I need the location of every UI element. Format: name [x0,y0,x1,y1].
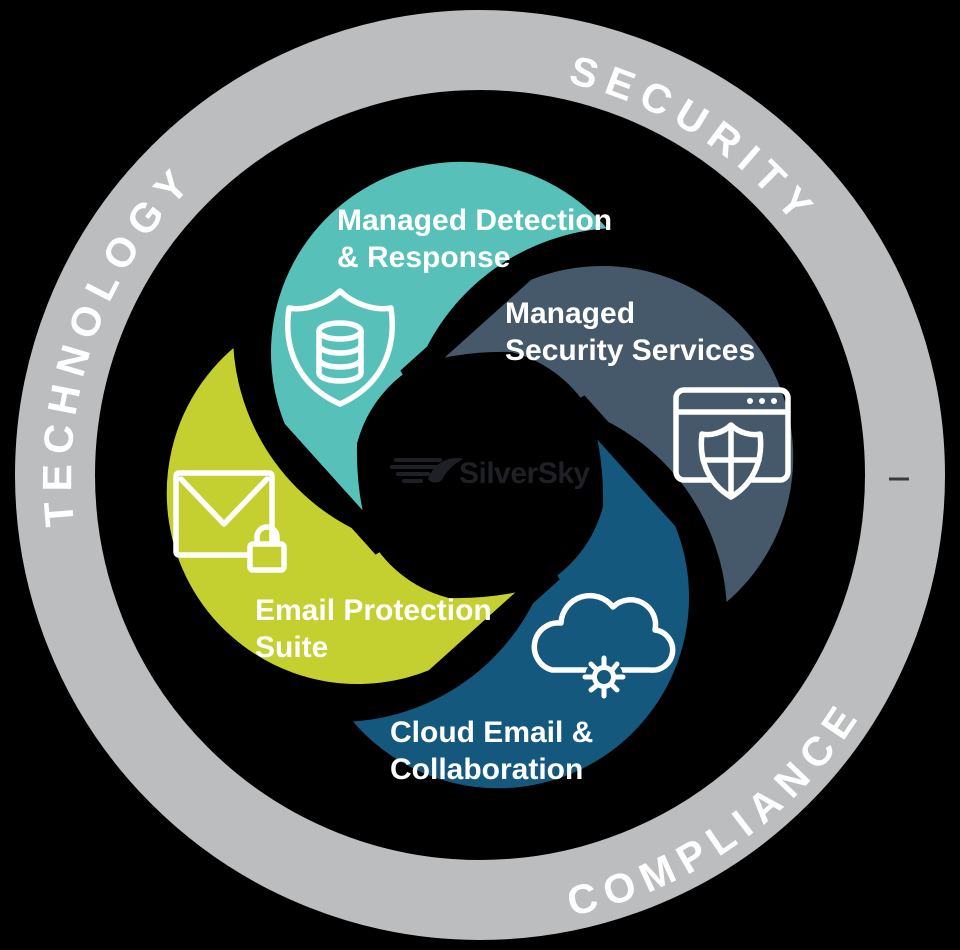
managed-security-line1: Managed [505,297,635,330]
silversky-logo: SilverSky [390,457,591,490]
center-disc [374,369,586,581]
cloud-email-line2: Collaboration [390,753,583,786]
managed-detection-line1: Managed Detection [337,204,612,237]
managed-detection-line2: & Response [337,241,510,274]
browser-shield-icon [673,387,791,500]
email-protection-line1: Email Protection [255,594,492,627]
outer-ring [15,10,945,940]
envelope-lock-icon [173,470,287,573]
email-protection-line2: Suite [255,631,328,664]
cloud-gear-icon [531,592,676,699]
cloud-email-line1: Cloud Email & [390,716,593,749]
logo-wordmark: SilverSky [459,457,590,490]
managed-security-line2: Security Services [505,334,755,367]
logo-speed-lines [390,458,442,483]
logo-bird-icon [428,458,463,483]
shield-database-icon [285,288,395,407]
